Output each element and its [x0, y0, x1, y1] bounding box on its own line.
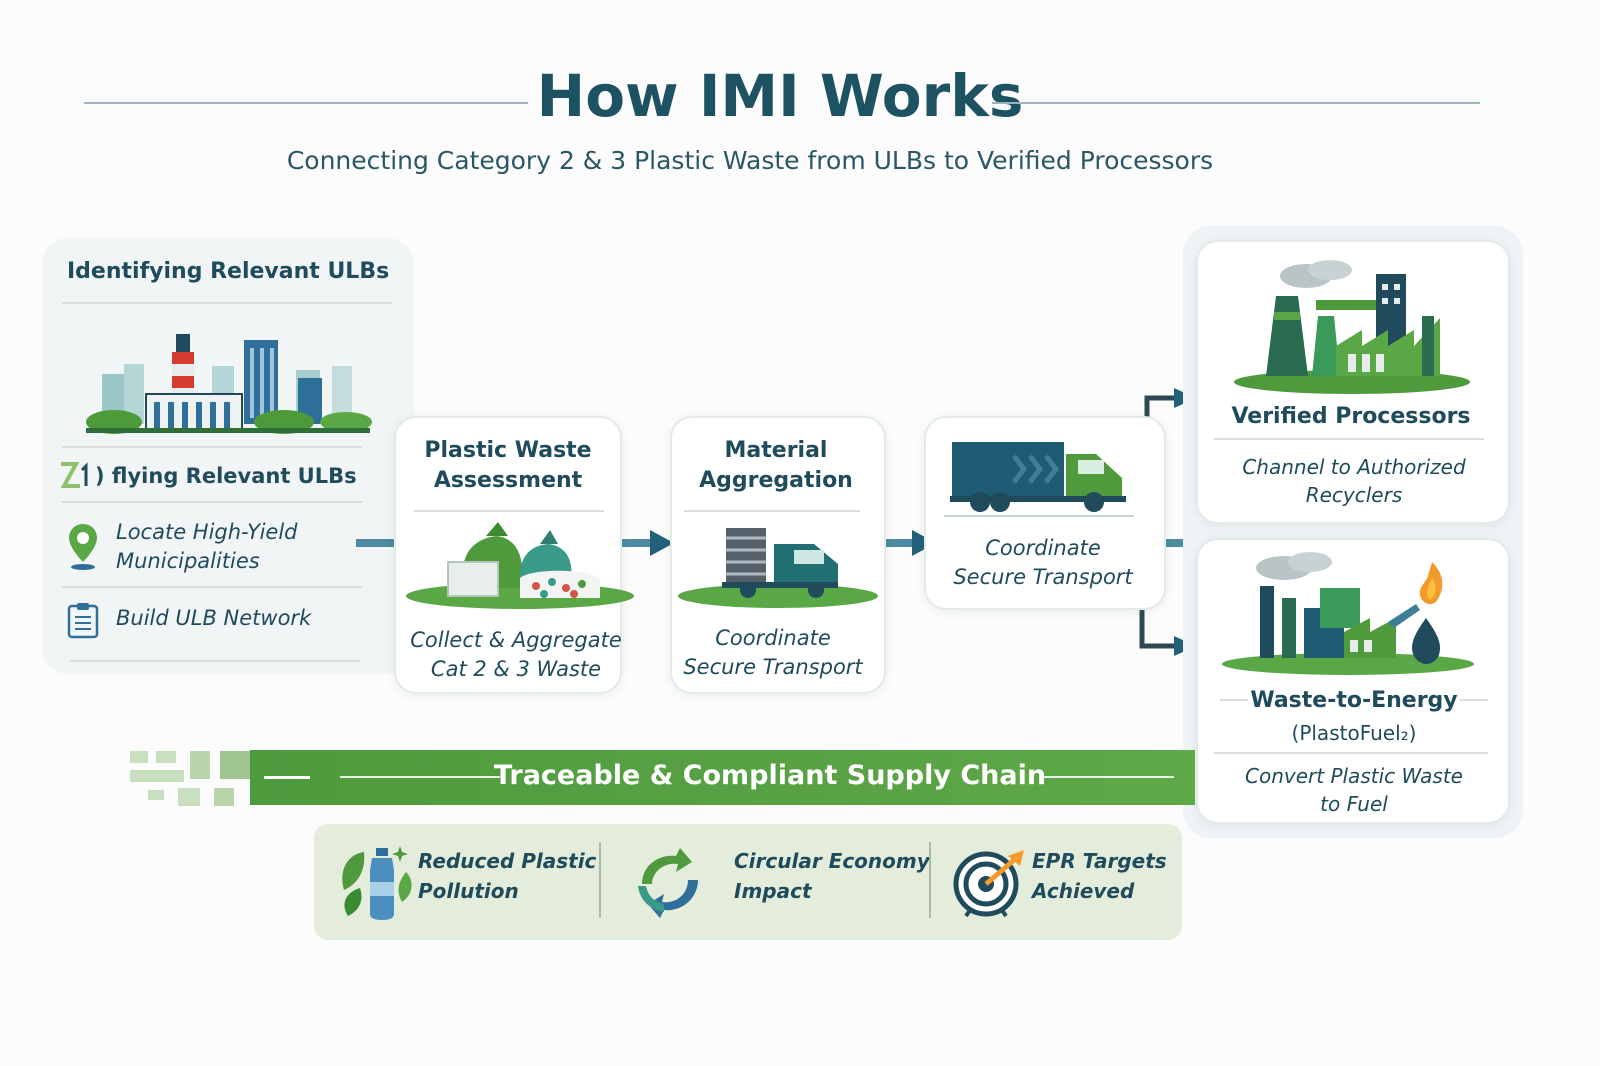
pixel-square	[220, 751, 254, 779]
ulb-divider-2	[62, 501, 362, 503]
clipboard-icon	[67, 603, 99, 639]
step-caption-assessment-line1: Collect & Aggregate	[410, 628, 622, 652]
page-title: How IMI Works	[536, 62, 1024, 130]
ulb-divider-top	[62, 302, 392, 304]
ulb-item-locate: Locate High-Yield Municipalities	[116, 520, 298, 573]
pixel-square	[148, 790, 164, 800]
step-caption-aggregation-line1: Coordinate	[715, 626, 831, 650]
pixel-square	[130, 770, 184, 782]
pixel-square	[156, 751, 176, 763]
recycle-arrows-icon	[638, 848, 698, 918]
outcome-reduced-pollution-line2: Pollution	[418, 879, 519, 903]
city-skyline-icon	[86, 334, 372, 434]
step-divider-1	[414, 510, 604, 512]
step-caption-transport-line1: Coordinate	[985, 536, 1101, 560]
processor-title-rule-left	[1220, 699, 1248, 701]
ulb-step-label: ) flying Relevant ULBs	[95, 464, 357, 488]
pixel-square	[130, 751, 148, 763]
pixel-square	[214, 788, 234, 806]
processor-title-verified: Verified Processors	[1231, 404, 1471, 429]
step-caption-aggregation-line2: Secure Transport	[683, 655, 863, 679]
processor-sub-wte: (PlastoFuel₂)	[1291, 721, 1417, 745]
outcomes-bar	[314, 824, 1182, 940]
ulb-divider-3	[62, 586, 362, 588]
processor-divider-1	[1214, 438, 1484, 440]
step-title-assessment: Plastic Waste Assessment	[424, 438, 592, 493]
outcome-separator-1	[599, 842, 601, 918]
ulb-divider-mid	[62, 446, 362, 448]
band-rule-left-short	[264, 776, 310, 779]
ulb-panel	[42, 238, 414, 674]
outcome-epr-targets-line1: EPR Targets	[1032, 849, 1167, 873]
processor-caption-wte-line1: Convert Plastic Waste	[1245, 764, 1463, 788]
map-pin-icon	[69, 524, 97, 570]
pixel-square	[178, 788, 200, 806]
pixel-square	[190, 751, 210, 779]
ulb-step-label-text: flying Relevant ULBs	[111, 464, 357, 488]
step-caption-transport-line2: Secure Transport	[953, 565, 1133, 589]
band-rule-left	[340, 776, 500, 778]
transport-truck-icon	[944, 442, 1134, 517]
step-caption-assessment-line2: Cat 2 & 3 Waste	[430, 657, 602, 681]
ulb-panel-heading: Identifying Relevant ULBs	[67, 259, 390, 284]
ulb-divider-bottom	[70, 660, 360, 662]
outcome-separator-2	[929, 842, 931, 918]
outcome-circular-economy-line2: Impact	[734, 879, 812, 903]
factory-icon	[1234, 260, 1470, 394]
supply-chain-label: Traceable & Compliant Supply Chain	[493, 760, 1047, 791]
title-rule-right	[992, 102, 1480, 104]
processor-title-wte: Waste-to-Energy	[1250, 688, 1458, 713]
step-title-aggregation: Material Aggregation	[699, 438, 853, 493]
target-arrow-icon	[953, 850, 1024, 918]
processor-caption-verified-line2: Recyclers	[1305, 483, 1403, 507]
processor-title-rule-right	[1460, 699, 1488, 701]
outcome-circular-economy-line1: Circular Economy	[734, 849, 930, 873]
outcome-epr-targets-line2: Achieved	[1032, 879, 1135, 903]
outcome-reduced-pollution-line1: Reduced Plastic	[418, 849, 597, 873]
step-divider-2	[684, 510, 860, 512]
title-rule-left	[84, 102, 528, 104]
processor-card-waste-to-energy	[1196, 538, 1510, 824]
band-rule-right	[1040, 776, 1174, 778]
waste-to-energy-plant-icon	[1222, 552, 1474, 675]
page-subtitle: Connecting Category 2 & 3 Plastic Waste …	[286, 146, 1214, 175]
processor-caption-wte-line2: to Fuel	[1320, 792, 1388, 816]
plastic-bottle-leaf-icon	[342, 846, 412, 920]
processor-caption-wte: Convert Plastic Waste to Fuel	[1196, 762, 1512, 818]
step-number-icon	[60, 462, 88, 488]
ulb-item-network: Build ULB Network	[116, 606, 312, 630]
processor-caption-verified-line1: Channel to Authorized	[1242, 455, 1466, 479]
aggregation-truck-icon	[678, 528, 878, 608]
processor-divider-2	[1214, 752, 1488, 754]
waste-bags-icon	[406, 522, 634, 609]
